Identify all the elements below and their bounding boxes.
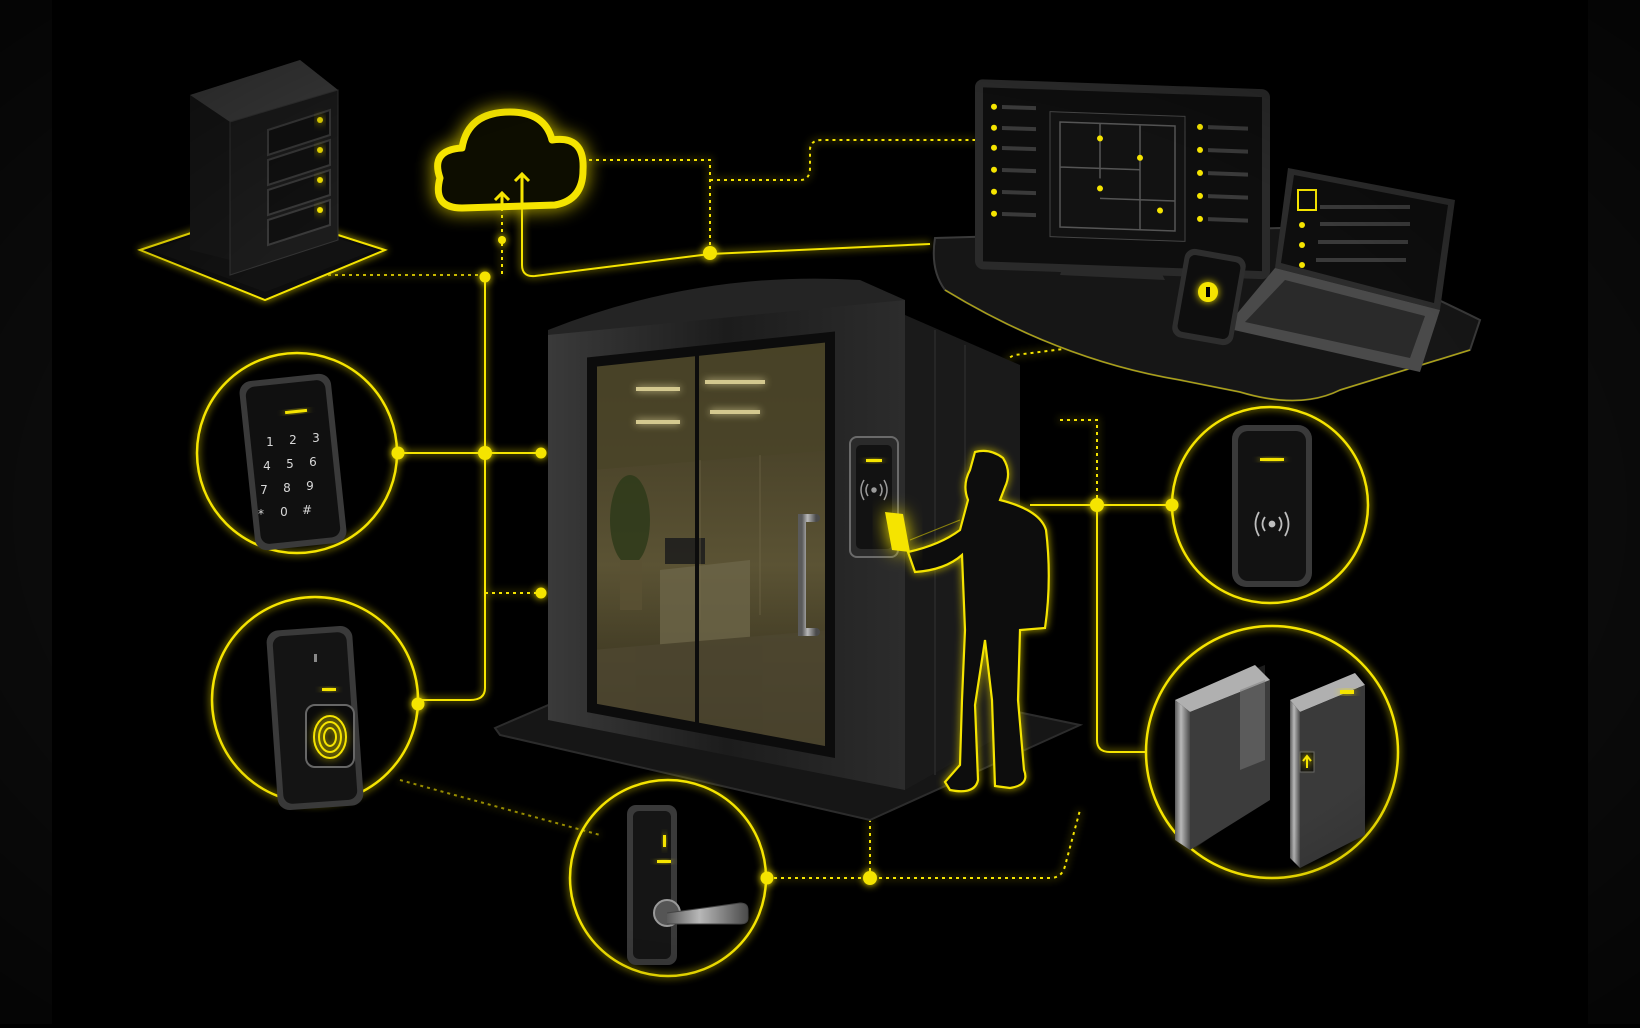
keypad-key: 9 [306, 479, 314, 493]
left-border [0, 0, 52, 1024]
keypad-key: # [302, 503, 312, 517]
monitor-dashboard-icon [975, 79, 1270, 280]
node-dot [479, 271, 491, 283]
keypad-key: 5 [286, 457, 294, 471]
node-dot [498, 236, 506, 244]
keypad-key: 6 [309, 455, 317, 469]
node-dot [863, 871, 877, 885]
keypad-key: 8 [283, 481, 291, 495]
operator-workstation [932, 79, 1482, 402]
cloud-upload-icon [434, 108, 587, 212]
speed-gate-turnstile-icon [1175, 665, 1365, 868]
keypad-key: 0 [280, 505, 288, 519]
node-dot [703, 246, 717, 260]
right-border [1588, 0, 1640, 1024]
fingerprint-reader-icon [266, 626, 364, 810]
node-dot [478, 446, 492, 460]
node-dot [535, 447, 547, 459]
keypad-key: 1 [266, 435, 274, 449]
keypad-key: 2 [289, 433, 297, 447]
keypad-key: * [258, 507, 264, 521]
keypad-key: 4 [263, 459, 271, 473]
keypad-key: 7 [260, 483, 268, 497]
pin-keypad-icon: 1 2 3 4 5 6 7 8 9 * 0 # [239, 373, 347, 551]
smart-door-lock-icon [627, 805, 749, 965]
node-dot [535, 587, 547, 599]
server-tower-icon [137, 60, 388, 302]
nfc-card-reader-icon [1232, 425, 1312, 587]
node-dot [1090, 498, 1104, 512]
keypad-key: 3 [312, 431, 320, 445]
